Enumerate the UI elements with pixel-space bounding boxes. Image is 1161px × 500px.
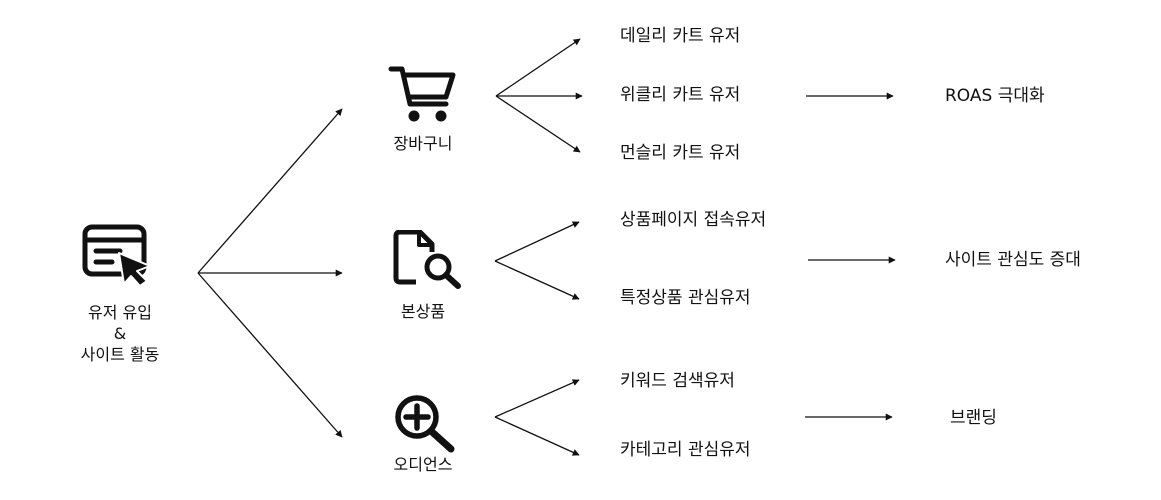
category-label-product: 본상품 <box>400 302 446 321</box>
zoom-in-icon <box>395 395 455 453</box>
browser-cursor-icon <box>82 224 151 287</box>
root-label-line3: 사이트 활동 <box>80 345 160 364</box>
shopping-cart-icon <box>388 66 456 122</box>
item-weekly-cart-user: 위클리 카트 유저 <box>620 85 741 105</box>
goal-site-interest: 사이트 관심도 증대 <box>945 250 1081 270</box>
goal-roas: ROAS 극대화 <box>945 86 1045 106</box>
document-search-icon <box>393 230 461 289</box>
goal-branding: 브랜딩 <box>950 408 997 428</box>
item-keyword-search-user: 키워드 검색유저 <box>620 371 735 391</box>
root-label-line1: 유저 유입 <box>88 303 152 322</box>
category-label-cart: 장바구니 <box>393 134 453 153</box>
arrow-root-to-cart <box>197 108 343 274</box>
root-label: 유저 유입 & 사이트 활동 <box>60 302 180 365</box>
arrow-product-to-interest <box>494 260 580 300</box>
arrow-root-to-audience <box>197 272 343 438</box>
arrow-audience-to-category <box>494 416 580 456</box>
arrow-cart-to-monthly <box>495 95 581 153</box>
arrow-product-to-pageview <box>494 221 580 262</box>
item-daily-cart-user: 데일리 카트 유저 <box>620 26 741 46</box>
category-label-audience: 오디언스 <box>393 455 453 474</box>
item-monthly-cart-user: 먼슬리 카트 유저 <box>620 143 741 163</box>
arrow-cart-to-daily <box>495 38 581 97</box>
arrow-audience-to-keyword <box>494 379 580 418</box>
item-category-interest-user: 카테고리 관심유저 <box>620 440 751 460</box>
item-product-page-user: 상품페이지 접속유저 <box>620 210 767 230</box>
root-label-line2: & <box>113 324 127 343</box>
item-product-interest-user: 특정상품 관심유저 <box>620 288 751 308</box>
